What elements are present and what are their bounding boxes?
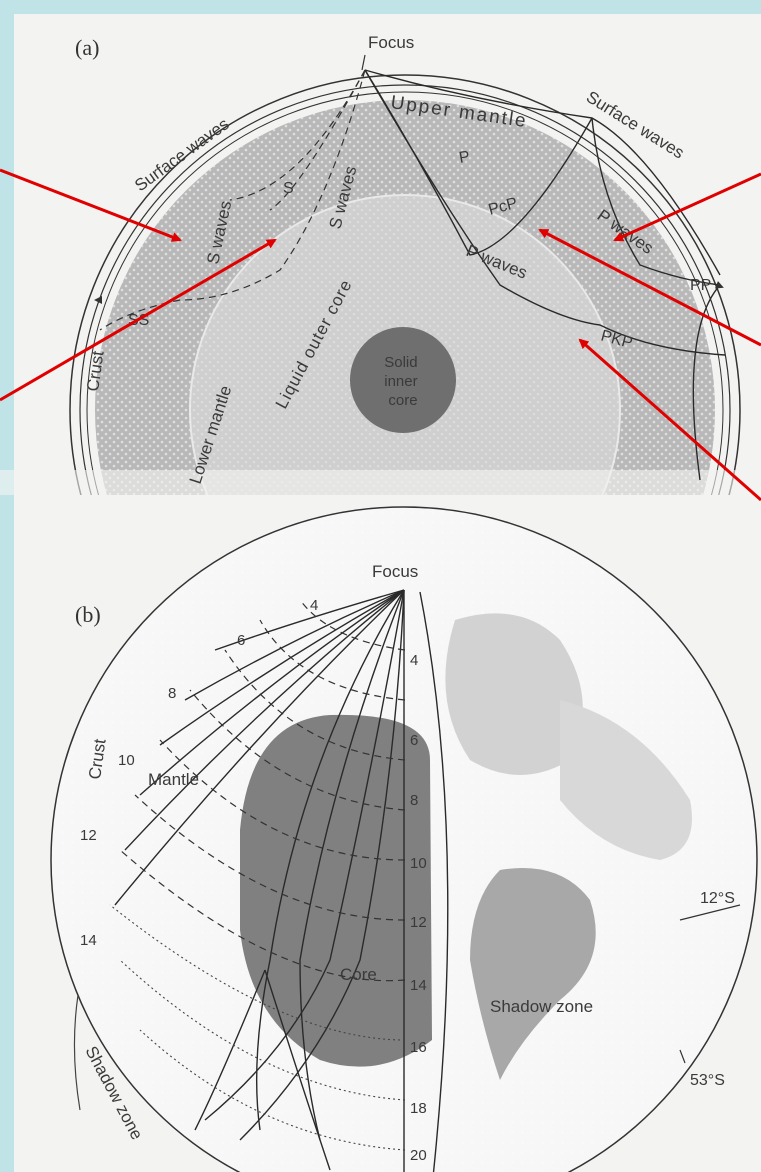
arrow-to-outer-core-s-waves <box>0 238 277 402</box>
panel-a-letter: (a) <box>75 35 99 60</box>
inner-core-line-2: inner <box>384 373 417 390</box>
rim-number: 10 <box>118 752 135 769</box>
rim-number: 8 <box>168 685 176 702</box>
wavefront-lines <box>109 599 406 1151</box>
ray-fan <box>114 589 449 1172</box>
pp-label: PP <box>690 277 711 294</box>
surface-wave-track <box>79 84 731 495</box>
focus-pointer-a <box>361 54 366 71</box>
shadow-zone-bracket <box>73 994 81 1111</box>
rim-number: 6 <box>237 632 245 649</box>
core-label-b: Core <box>340 965 377 984</box>
arrow-to-pkp <box>578 338 761 502</box>
p-ray-label: P <box>458 148 471 167</box>
axis-number: 20 <box>410 1147 427 1164</box>
annotation-arrows <box>0 168 761 502</box>
rim-number-labels: 4 6 8 10 12 14 <box>80 597 318 949</box>
axis-number-labels: 4 6 8 10 12 14 16 18 20 <box>410 652 427 1164</box>
rim-number: 4 <box>310 597 318 614</box>
axis-number: 8 <box>410 792 418 809</box>
outer-circle-a <box>69 74 741 495</box>
axis-number: 18 <box>410 1100 427 1117</box>
axis-number: 6 <box>410 732 418 749</box>
shadow-zone-right-label: Shadow zone <box>490 997 593 1016</box>
south-america-shape <box>470 868 596 1080</box>
panel-b: (b) Focus Crust Mantle Core Shadow zone … <box>50 506 758 1172</box>
panel-b-letter: (b) <box>75 602 101 627</box>
inner-core-line-1: Solid <box>384 354 417 371</box>
latitude-53s-label: 53°S <box>690 1072 725 1089</box>
mantle-label: Mantle <box>148 770 199 789</box>
arrow-to-pcp <box>538 228 761 347</box>
inner-core-label: Solid inner core <box>384 354 422 409</box>
focus-label-a: Focus <box>368 33 414 52</box>
rim-number: 12 <box>80 827 97 844</box>
arrow-to-p-waves <box>613 172 761 242</box>
axis-number: 16 <box>410 1039 427 1056</box>
earth-outline-b <box>50 506 758 1172</box>
axis-number: 10 <box>410 855 427 872</box>
inner-core-line-3: core <box>388 392 417 409</box>
crust-boundary-a <box>86 91 724 495</box>
core-b <box>240 714 432 1067</box>
s-ray-label: S <box>283 180 294 197</box>
rim-number: 14 <box>80 932 97 949</box>
axis-number: 4 <box>410 652 418 669</box>
panel-a: (a) Focus Upper mantle Surface waves Sur… <box>0 33 761 495</box>
north-america-shape <box>445 613 583 775</box>
arrow-to-s-waves <box>0 168 182 242</box>
axis-number: 12 <box>410 914 427 931</box>
inner-core-a <box>350 327 456 433</box>
axis-number: 14 <box>410 977 427 994</box>
focus-label-b: Focus <box>372 562 418 581</box>
latitude-12s-label: 12°S <box>700 890 735 907</box>
